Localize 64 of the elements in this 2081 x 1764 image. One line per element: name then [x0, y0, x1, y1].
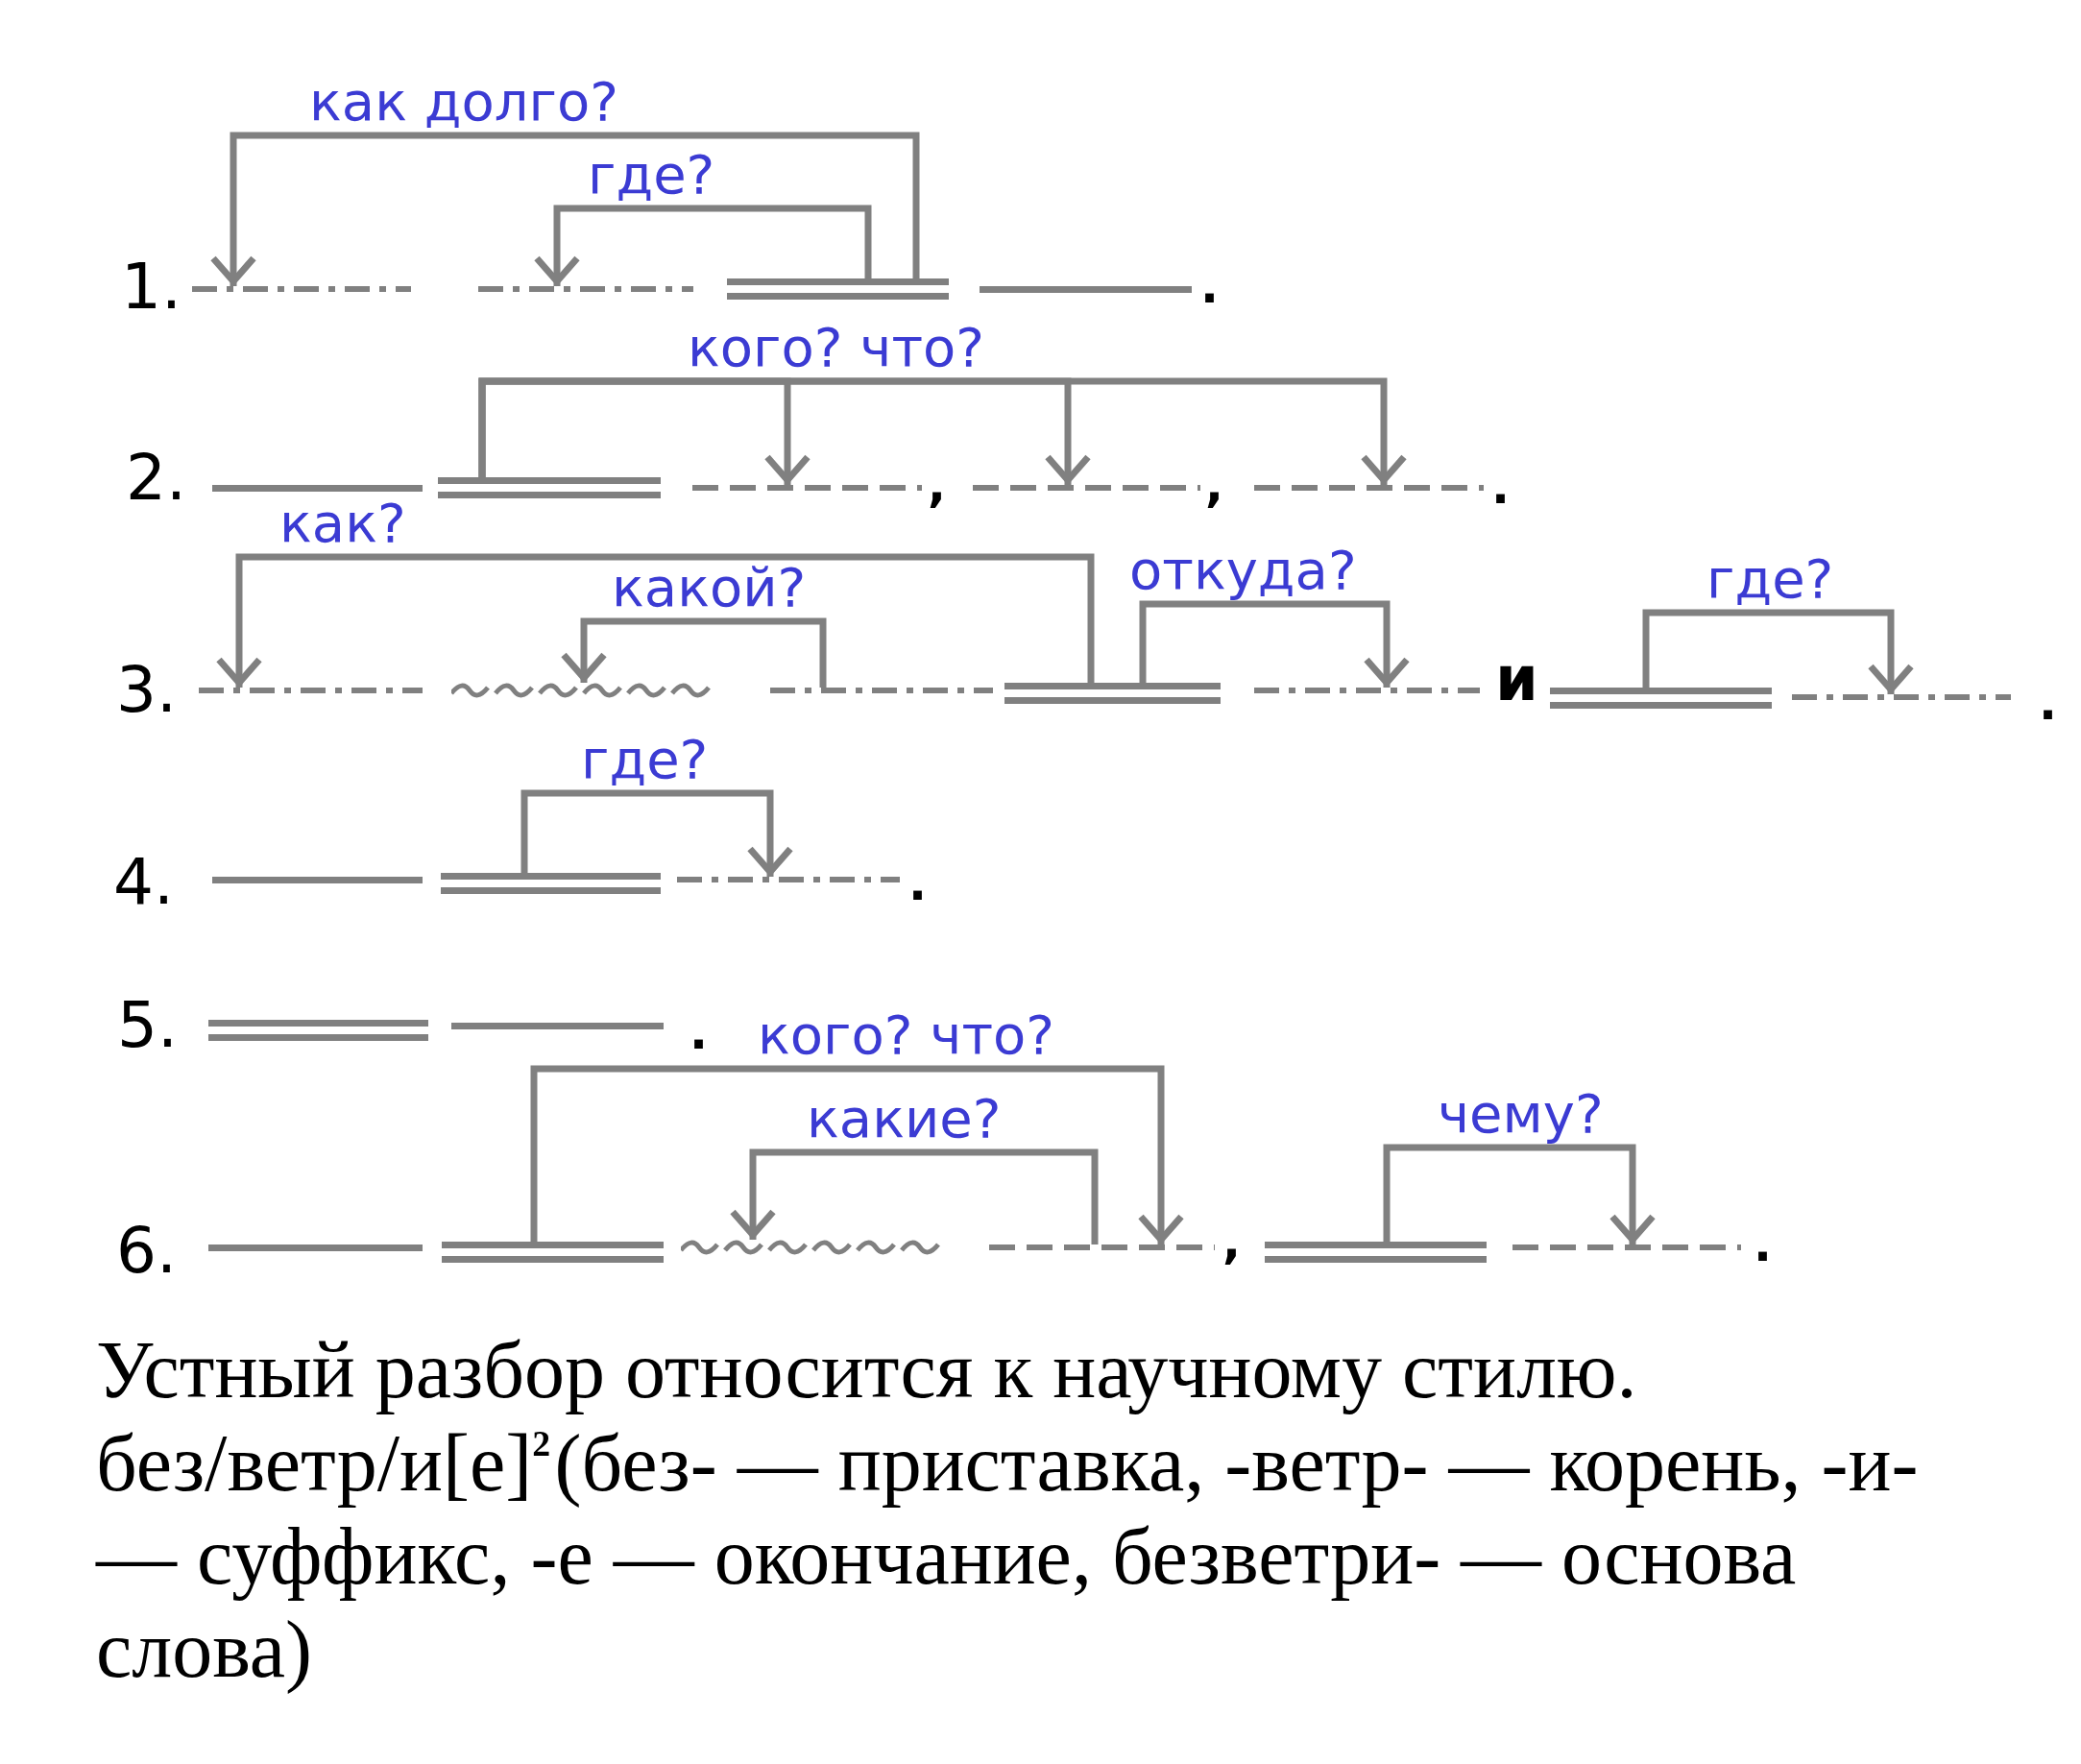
paragraph-text: без/ветр/и[е]$^{2}$(без- — приставка, -ветр- — корень, -и- — суффикс, -е — окончание, безветри- — основа слова) — [96, 1417, 1920, 1696]
punctuation-mark: , — [1222, 1218, 1241, 1266]
punctuation-mark: . — [908, 859, 927, 907]
dash-dot-underline — [199, 688, 423, 693]
arrow — [1642, 609, 1915, 694]
dashed-underline — [989, 1244, 1215, 1250]
arrow — [209, 132, 920, 286]
double-underline — [1265, 1242, 1487, 1263]
question-label: где? — [588, 147, 715, 204]
row-number: 1. — [121, 255, 181, 319]
question-label: как долго? — [309, 74, 618, 131]
double-underline — [1550, 688, 1772, 709]
dashed-underline — [973, 485, 1200, 491]
row-number: 3. — [116, 659, 177, 722]
row-number: 6. — [116, 1220, 177, 1283]
solid-underline — [212, 484, 423, 492]
question-label: где? — [581, 732, 709, 788]
solid-underline — [208, 1244, 423, 1251]
arrow — [1139, 600, 1411, 688]
question-label: как? — [279, 495, 406, 552]
row-number: 2. — [126, 447, 186, 510]
double-underline — [727, 278, 949, 300]
dash-dot-underline — [770, 688, 993, 693]
punctuation-mark: . — [1200, 262, 1219, 310]
dash-dot-underline — [192, 286, 411, 292]
question-label: какие? — [807, 1091, 1002, 1148]
solid-underline — [212, 876, 423, 883]
arrow — [1383, 1144, 1657, 1244]
double-underline — [441, 873, 661, 894]
double-underline — [442, 1242, 664, 1263]
arrow — [520, 789, 794, 877]
dash-dot-underline — [478, 286, 693, 292]
double-underline — [208, 1020, 428, 1041]
question-label: откуда? — [1129, 543, 1357, 599]
dashed-underline — [1512, 1244, 1741, 1250]
question-label: кого? что? — [758, 1007, 1054, 1064]
arrow — [729, 1148, 1099, 1244]
punctuation-mark: . — [690, 1008, 708, 1056]
row-number: 4. — [113, 851, 174, 914]
arrow — [530, 1065, 1185, 1244]
conjunction-word: и — [1495, 648, 1538, 710]
question-label: где? — [1706, 551, 1834, 608]
dashed-underline — [692, 485, 922, 491]
punctuation-mark: . — [1491, 463, 1510, 511]
punctuation-mark: . — [2039, 679, 2057, 727]
arrow — [560, 617, 827, 688]
double-underline — [438, 477, 661, 498]
question-label: какой? — [612, 560, 807, 616]
dash-dot-underline — [1254, 688, 1480, 693]
arrow — [478, 377, 1408, 485]
dash-dot-underline — [1792, 694, 2011, 700]
solid-underline — [451, 1022, 664, 1029]
dashed-underline — [1254, 485, 1484, 491]
question-label: чему? — [1438, 1086, 1604, 1143]
punctuation-mark: , — [1205, 461, 1223, 509]
paragraph-text: Устный разбор относится к научному стилю. — [96, 1324, 1637, 1416]
double-underline — [1004, 683, 1221, 704]
arrow — [533, 205, 872, 286]
question-label: кого? что? — [688, 320, 984, 376]
row-number: 5. — [117, 994, 178, 1057]
punctuation-mark: . — [1754, 1220, 1772, 1269]
punctuation-mark: , — [928, 461, 946, 509]
dash-dot-underline — [677, 877, 900, 882]
solid-underline — [980, 285, 1192, 293]
